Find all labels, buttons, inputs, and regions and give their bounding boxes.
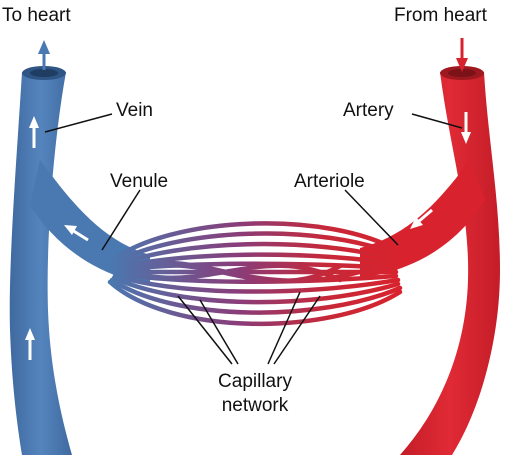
arteriole-label: Arteriole: [294, 171, 365, 192]
arteriole-leader-line: [344, 189, 399, 246]
capillary-leader-line: [199, 299, 239, 365]
to-heart-label: To heart: [2, 5, 71, 26]
capillary-leader-line: [273, 295, 321, 365]
vein-up-arrow-icon: [29, 116, 39, 148]
artery-down-arrow-icon: [461, 112, 471, 144]
venule-leader-line: [101, 189, 141, 251]
arteriole-arrow-icon: [410, 208, 433, 229]
artery-leader-line: [411, 113, 463, 129]
venule-arrow-icon: [64, 225, 89, 242]
from-heart-arrow-icon: [456, 38, 468, 72]
to-heart-arrow-icon: [38, 40, 50, 70]
capillary-leader-line: [267, 291, 301, 365]
capillary-label-line1: Capillary: [218, 371, 292, 392]
artery-down-arrow-icon: [430, 317, 442, 350]
vein-up-arrow-icon: [25, 328, 35, 360]
artery-label: Artery: [343, 100, 394, 121]
capillary-leader-line: [177, 295, 233, 365]
artery-vessel: [400, 66, 500, 455]
capillary-network: [107, 221, 403, 326]
vein-leader-line: [44, 113, 113, 133]
capillary-label-line2: network: [221, 394, 289, 416]
flow-arrows: [25, 38, 471, 360]
vein-label: Vein: [116, 100, 153, 121]
venule-label: Venule: [110, 171, 169, 192]
capillary-network-label: Capillary network: [190, 370, 320, 418]
vein-vessel: [9, 66, 72, 455]
from-heart-label: From heart: [394, 5, 487, 26]
leader-lines: [44, 113, 463, 365]
